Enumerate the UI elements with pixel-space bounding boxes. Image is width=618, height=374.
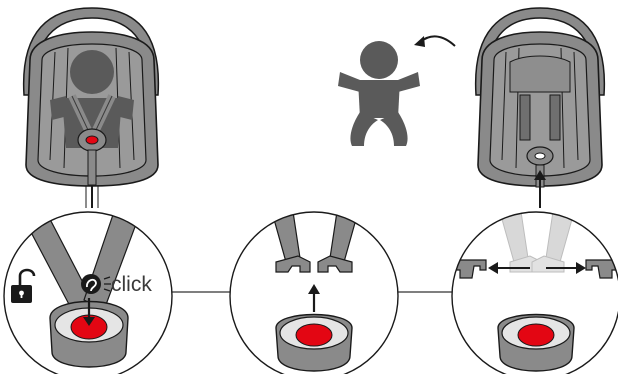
click-label: click bbox=[111, 273, 152, 296]
car-seat-with-baby bbox=[24, 8, 159, 208]
detail-circle-unbuckle: click bbox=[0, 200, 180, 374]
detail-circle-push-buckle bbox=[226, 200, 406, 374]
detail-circle-release-tongues bbox=[452, 200, 618, 374]
baby-figure bbox=[338, 41, 420, 146]
curved-arrow-icon bbox=[414, 36, 455, 47]
car-seat-empty bbox=[476, 8, 605, 208]
